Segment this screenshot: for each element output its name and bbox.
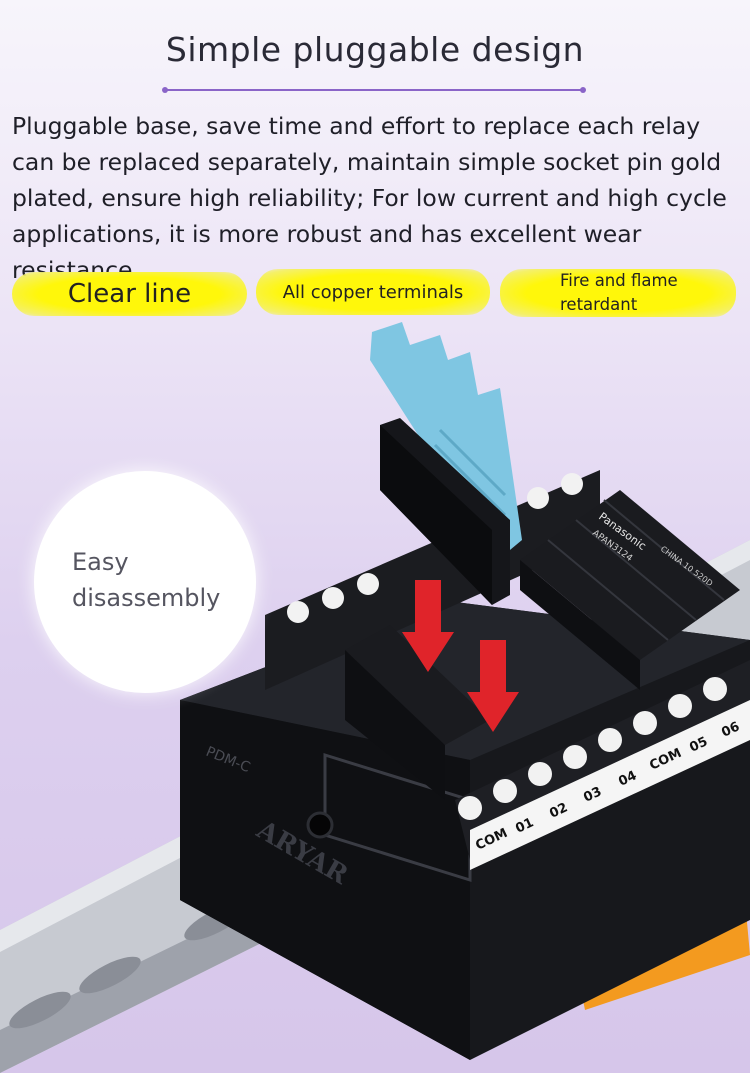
terminal-label-02: 02	[547, 800, 570, 821]
terminal-label-06: 06	[719, 719, 742, 740]
title-divider	[162, 87, 586, 93]
feature-badge-flame-retardant: Fire and flame retardant	[500, 269, 736, 317]
callout-text: Easy disassembly	[72, 544, 252, 616]
relay-bank: Panasonic APAN3124 CHINA 10 520D	[345, 490, 740, 800]
feature-label: All copper terminals	[282, 281, 464, 303]
terminal-label-01: 01	[513, 815, 536, 836]
feature-label: Fire and flame retardant	[560, 271, 678, 314]
callout-line-2: disassembly	[72, 584, 221, 612]
terminal-label-04: 04	[616, 768, 639, 789]
product-photo: PDM-C ARYAR Panasonic APAN3124 CHINA 10 …	[0, 322, 750, 1073]
insert-arrows	[402, 580, 519, 732]
feature-badge-clear-line: Clear line	[12, 272, 247, 316]
terminal-label-05: 05	[687, 734, 710, 755]
description-text: Pluggable base, save time and effort to …	[12, 112, 727, 284]
feature-label: Clear line	[67, 279, 192, 309]
feature-badge-copper-terminals: All copper terminals	[256, 269, 490, 315]
callout-line-1: Easy	[72, 548, 129, 576]
front-terminal-row: COM 01 02 03 04 COM 05 06	[455, 660, 750, 870]
easy-disassembly-callout	[34, 471, 256, 693]
page-title: Simple pluggable design	[165, 30, 585, 69]
terminal-label-03: 03	[581, 784, 604, 805]
